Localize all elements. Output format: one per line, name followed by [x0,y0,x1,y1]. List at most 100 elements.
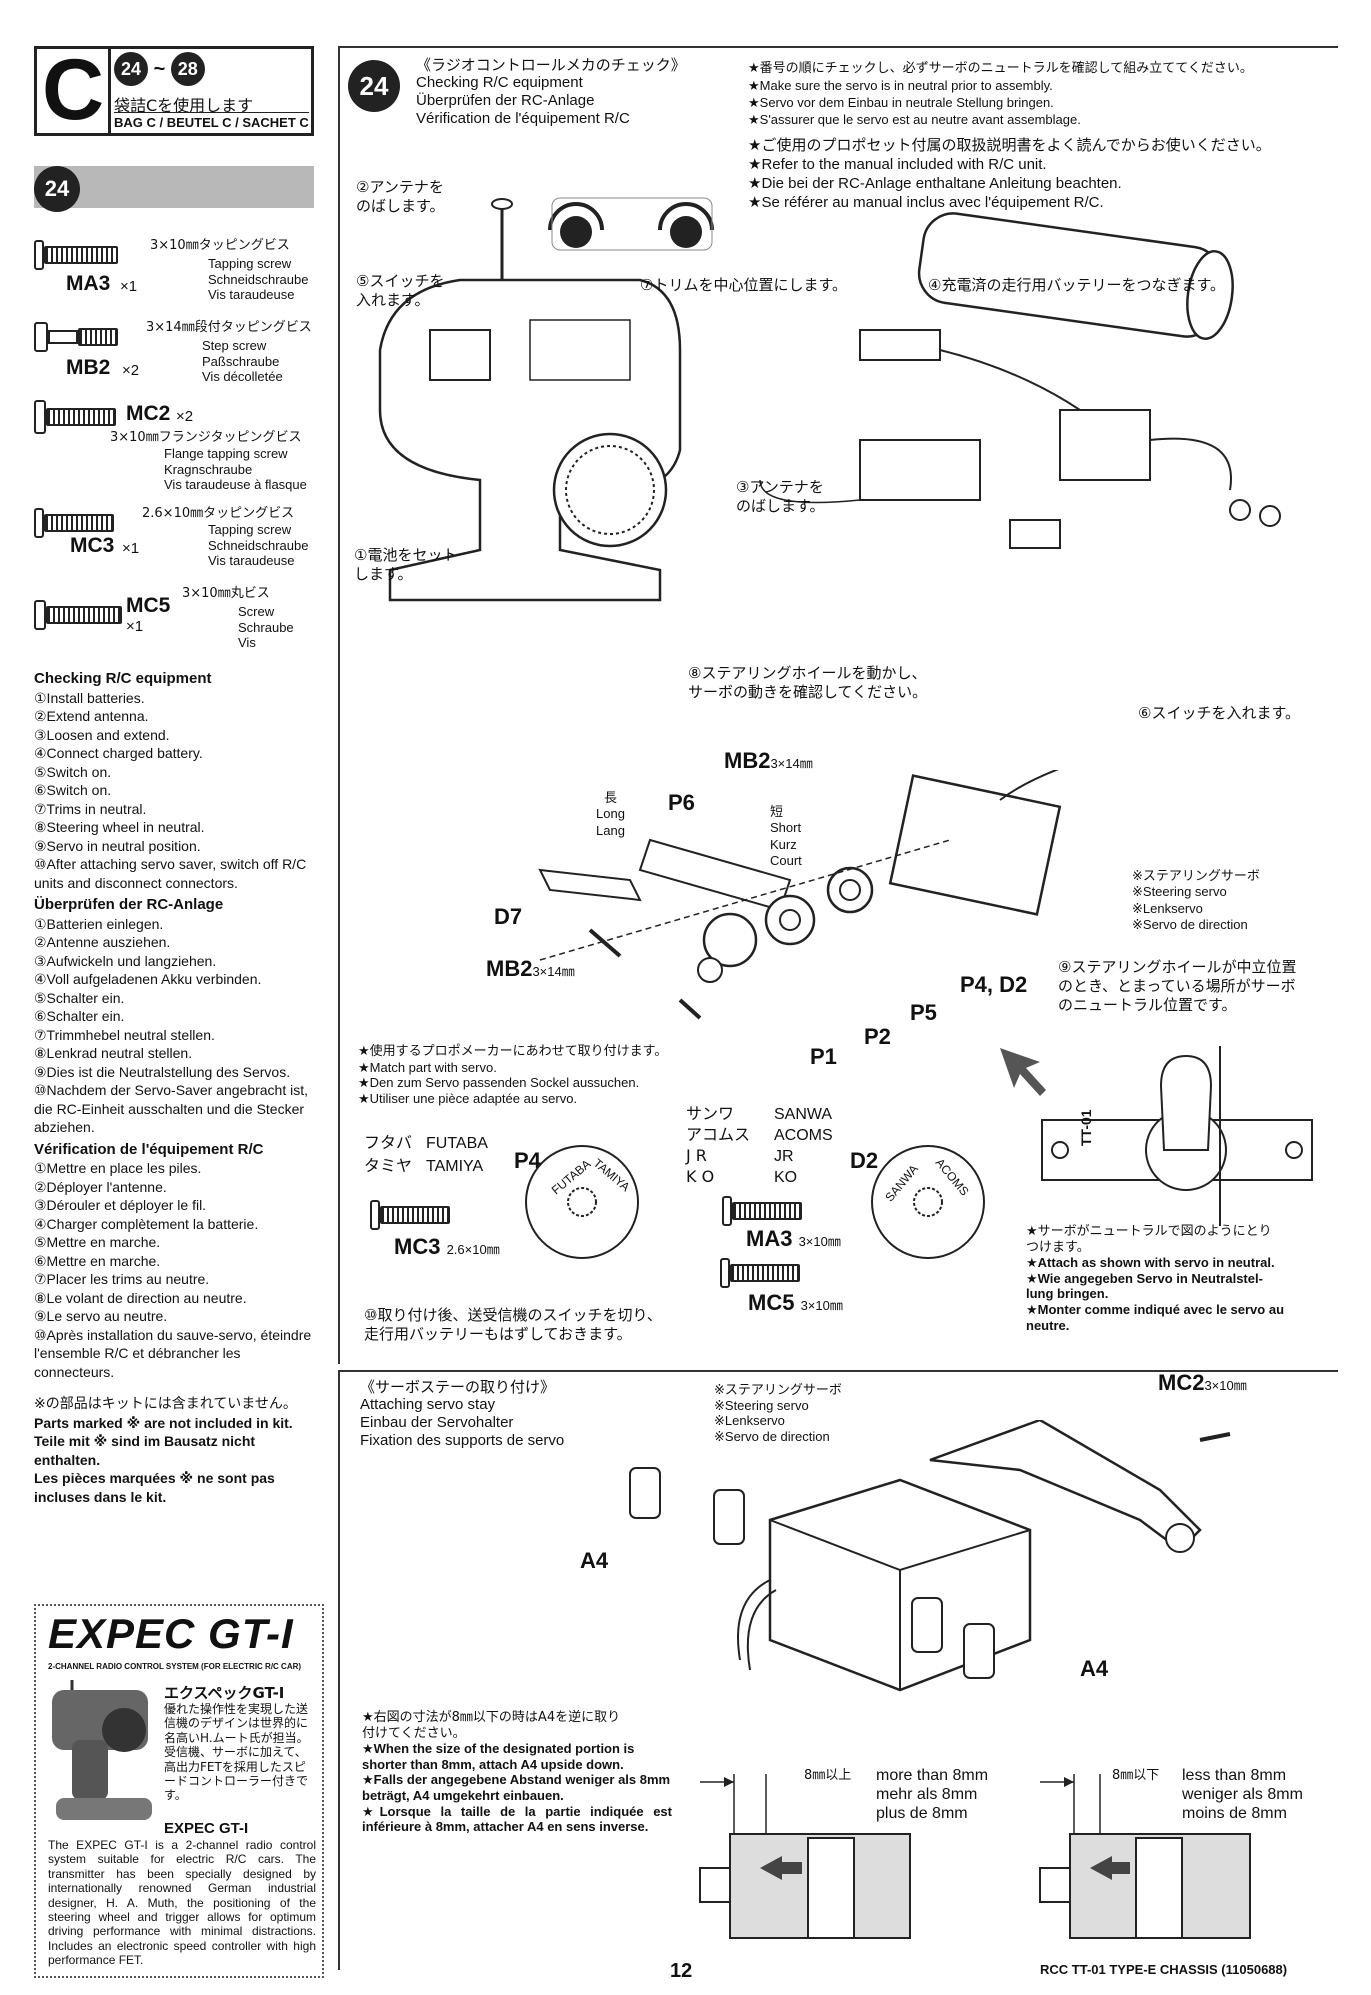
step-to: 28 [170,52,205,86]
main-title-fr: Vérification de l'équipement R/C [416,110,630,127]
bag-letter: C [41,42,105,138]
expec-jp-title: エクスペックGT-I [164,1684,285,1702]
note-en: ★Refer to the manual included with R/C u… [748,156,1047,173]
stay-servo-label: ※ステアリングサーボ ※Steering servo ※Lenkservo ※S… [714,1382,842,1444]
expec-subtitle: 2-CHANNEL RADIO CONTROL SYSTEM (FOR ELEC… [48,1662,302,1671]
checklist-item: ①Batterien einlegen. [34,915,164,932]
note-de: ★Den zum Servo passenden Sockel aussuche… [358,1075,640,1091]
p5-label: P5 [910,1000,937,1025]
checklist-item: ⑦Placer les trims au neutre. [34,1271,210,1287]
checklist-item: ⑤Switch on. [34,763,112,780]
checklist-item: ④Voll aufgeladenen Akku verbinden. [34,971,262,987]
stay-title-jp: 《サーボステーの取り付け》 [360,1378,556,1396]
step-tilde: ~ [153,58,166,80]
trim-knobs-icon [548,197,714,251]
size-more-diagram [699,1774,911,1939]
bag-step-range: 24 ~ 28 [114,52,205,86]
part-size: 3×14㎜段付タッピングビス [146,320,312,335]
mc5-screw [720,1258,810,1288]
brand-jp: サンワ [686,1104,735,1123]
checklist-item: ⑤Schalter ein. [34,989,125,1006]
step-number: 24 [34,166,80,212]
part-names: Step screw Paßschraube Vis décolletée [202,338,283,385]
transmitter-photo [52,1680,152,1820]
part-name-de: Schneidschraube [208,271,309,287]
switch-off-note: ⑩取り付け後、送受信機のスイッチを切り、 走行用バッテリーもはずしておきます。 [364,1306,662,1343]
note-jp: ★使用するプロポメーカーにあわせて取り付けます。 [358,1044,668,1059]
expec-jp-text: 優れた操作性を実現した送信機のデザインは世界的に名高いH.ムート氏が担当。受信機… [164,1702,309,1803]
main-step-number: 24 [348,60,400,112]
expec-en-title: EXPEC GT-I [164,1820,249,1837]
part-qty: ×2 [122,362,140,379]
more-text: more than 8mm mehr als 8mm plus de 8mm [876,1767,989,1822]
screw-thread [44,514,114,532]
part-ma3: 3×10㎜タッピングビス MA3 ×1 Tapping screw Schnei… [34,236,334,306]
checklist: Checking R/C equipment ①Install batterie… [34,670,324,1506]
note-jp: ★ご使用のプロポセット付属の取扱説明書をよく読んでからお使いください。 [748,136,1271,154]
screw-thread [44,246,118,264]
checklist-item: ⑩Après installation du sauve-servo, étei… [34,1326,312,1380]
screw-icon [34,240,44,270]
part-code: MB2 [724,748,771,773]
label-switch-on-tx: ⑤スイッチを 入れます。 [356,272,445,309]
part-name-fr: Vis taraudeuse [208,287,295,303]
checklist-item: ②Antenne ausziehen. [34,934,171,950]
checklist-fr: ①Mettre en place les piles.②Déployer l'a… [34,1159,324,1381]
bag-divider [108,46,111,136]
checklist-item: ①Install batteries. [34,689,145,706]
part-qty: ×1 [122,540,140,557]
part-code: MC2 [126,402,171,425]
checklist-item: ⑦Trims in neutral. [34,800,147,817]
note-de: ★Falls der angegebene Abstand weniger al… [362,1772,671,1803]
less-jp: 8㎜以下 [1112,1768,1160,1783]
part-names: Tapping screw Schneidschraube Vis taraud… [208,256,308,303]
brand-en: KO [774,1169,798,1186]
part-name-en: Tapping screw [208,522,292,537]
checklist-item: ④Connect charged battery. [34,745,203,761]
checklist-fr-title: Vérification de l'équipement R/C [34,1140,264,1158]
ma3-screw [722,1196,812,1226]
p4-gear-disc [525,1145,639,1259]
part-mb2: 3×14㎜段付タッピングビス MB2 ×2 Step screw Paßschr… [34,318,334,388]
label-battery: ④充電済の走行用バッテリーをつなぎます。 [928,276,1225,294]
label-switch-on-rx: ⑥スイッチを入れます。 [1138,704,1300,722]
main-title: Checking R/C equipment Überprüfen der RC… [416,74,630,128]
brand-jp: タミヤ [364,1156,413,1175]
neutral-note: ⑨ステアリングホイールが中立位置 のとき、とまっている場所がサーボ のニュートラ… [1058,958,1297,1014]
label-extend-antenna: ②アンテナを のばします。 [356,178,445,215]
part-qty: ×1 [126,618,144,635]
main-title-de: Überprüfen der RC-Anlage [416,92,595,109]
not-included-de: Teile mit ※ sind im Bausatz nicht enthal… [34,1433,256,1468]
round-screw-icon [34,600,46,630]
main-title-en: Checking R/C equipment [416,74,583,91]
part-size: 3×10㎜ [1204,1378,1247,1393]
part-mc5: MC5 ×1 3×10㎜丸ビス Screw Schraube Vis [34,586,334,656]
part-name-en: Step screw [202,338,267,353]
step-bar [34,166,314,208]
page-reference: RCC TT-01 TYPE-E CHASSIS (11050688) [1040,1962,1288,1977]
part-code: MB2 [66,356,111,379]
note-de: ★Die bei der RC-Anlage enthaltane Anleit… [748,175,1122,192]
a4-left-label: A4 [580,1548,609,1573]
checklist-en: ①Install batteries.②Extend antenna.③Loos… [34,689,324,893]
brand-en: FUTABA [426,1135,488,1152]
checklist-item: ②Extend antenna. [34,708,149,724]
part-names: Flange tapping screw Kragnschraube Vis t… [164,446,307,493]
step-from: 24 [114,52,148,86]
part-size: 3×10㎜フランジタッピングビス [110,430,302,445]
part-size: 3×10㎜ [800,1298,843,1313]
brand-en: TAMIYA [426,1158,484,1175]
p4-d2-label: P4, D2 [960,972,1028,997]
mc5-label: MC5 3×10㎜ [748,1290,843,1316]
not-included-en: Parts marked ※ are not included in kit. [34,1414,293,1431]
size-notes: ★右図の寸法が8㎜以下の時はA4を逆に取り 付けてください。 ★When the… [362,1710,672,1835]
note-en: ★Make sure the servo is in neutral prior… [748,78,1053,93]
part-size: 2.6×10㎜ [446,1242,500,1257]
mb2-top-label: MB23×14㎜ [724,748,813,774]
screw-icon [720,1258,730,1288]
screw-shank [48,330,78,344]
part-name-fr: Vis décolletée [202,369,283,385]
brand-en: SANWA [774,1106,833,1123]
